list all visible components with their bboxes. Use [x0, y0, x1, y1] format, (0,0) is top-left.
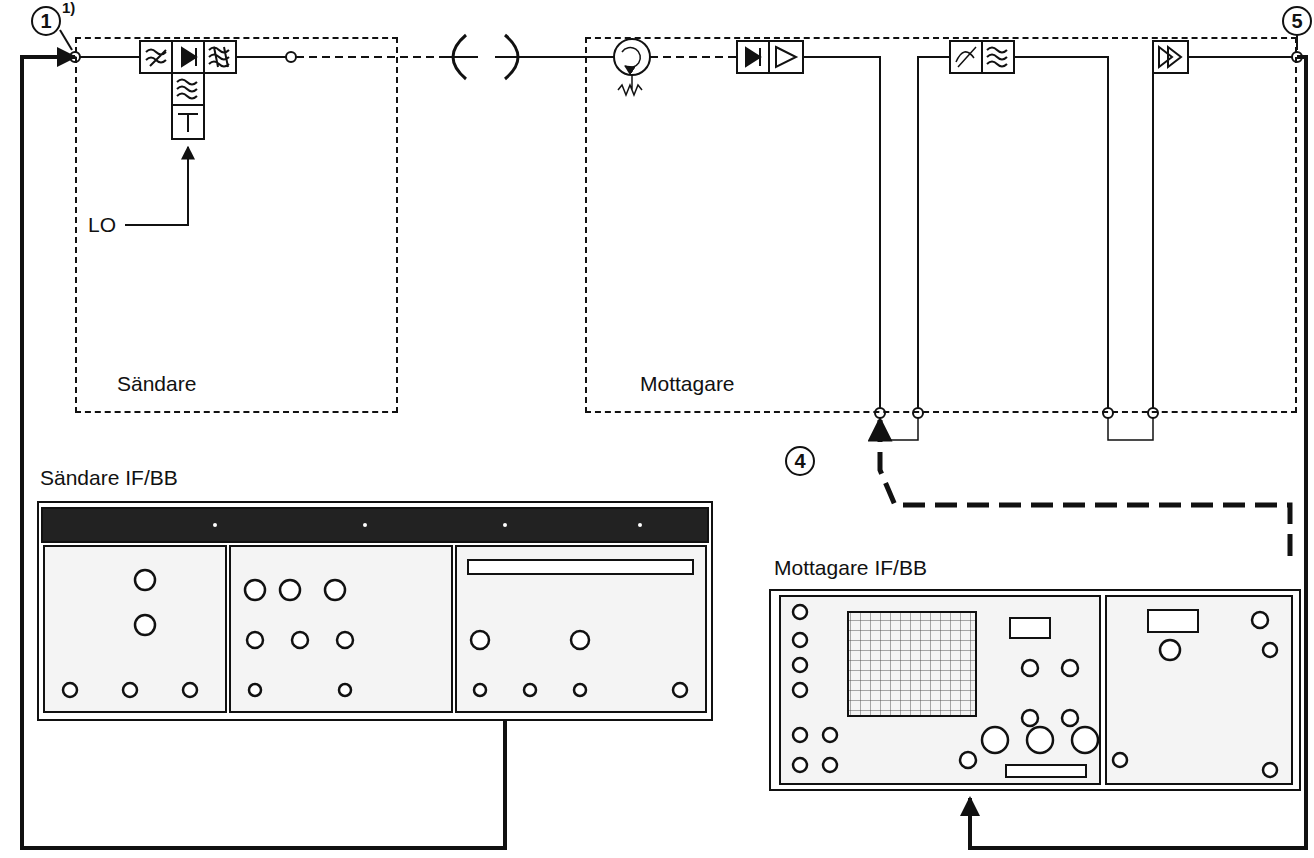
instrument-knob: [793, 683, 807, 697]
instrument-knob: [325, 580, 345, 600]
instrument-knob: [823, 728, 837, 742]
lowpass-filter-symbol: [140, 41, 172, 73]
instrument-knob: [183, 683, 197, 697]
amplifier-symbol: [769, 41, 803, 73]
instrument-knob: [247, 632, 263, 648]
instrument-knob: [339, 684, 351, 696]
callout-circle: [786, 447, 814, 475]
receiver-test-instrument: Mottagare IF/BB: [770, 556, 1302, 792]
instrument-knob: [249, 684, 261, 696]
unit-title: Mottagare: [640, 372, 735, 396]
instrument-knob: [1160, 640, 1180, 660]
instrument-knob: [474, 684, 486, 696]
callout-number: 1: [40, 11, 51, 31]
instrument-knob: [245, 580, 265, 600]
footnote-mark: 1): [62, 0, 75, 15]
bandpass-filter-symbol: [204, 41, 236, 73]
instrument-knob: [1062, 660, 1078, 676]
transmitter-box: Sändare: [75, 37, 398, 413]
callout-number: 5: [1291, 11, 1302, 31]
instrument-knob: [337, 632, 353, 648]
instrument-knob: [571, 631, 589, 649]
instrument-knob: [1113, 753, 1127, 767]
equalizer-symbol: [950, 41, 982, 73]
instrument-knob: [1263, 763, 1277, 777]
instrument-knob: [1263, 643, 1277, 657]
instrument-knob: [673, 683, 687, 697]
circulator-symbol: [614, 39, 650, 75]
instrument-knob: [793, 728, 807, 742]
instrument-knob: [1022, 710, 1038, 726]
unit-title: Sändare: [117, 372, 196, 396]
signal-cable: [22, 57, 505, 848]
transmitter-test-instrument: Sändare IF/BB: [38, 466, 713, 720]
instrument-knob: [982, 727, 1008, 753]
callout-circle: [32, 7, 60, 35]
instrument-knob: [1062, 710, 1078, 726]
mixer-symbol: [172, 41, 204, 73]
instrument-knob: [960, 752, 976, 768]
oscillator-symbol: [172, 105, 204, 139]
instrument-knob: [63, 683, 77, 697]
instrument-knob: [123, 683, 137, 697]
signal-cable: [880, 419, 1290, 556]
instrument-knob: [823, 758, 837, 772]
instrument-heading: Sändare IF/BB: [40, 466, 178, 490]
instrument-knob: [1072, 727, 1098, 753]
instrument-knob: [1252, 612, 1268, 628]
instrument-knob: [292, 632, 308, 648]
instrument-knob: [793, 605, 807, 619]
instrument-knob: [471, 631, 489, 649]
instrument-knob: [793, 758, 807, 772]
instrument-knob: [135, 615, 155, 635]
instrument-knob: [793, 633, 807, 647]
instrument-knob: [280, 580, 300, 600]
instrument-knob: [1027, 727, 1053, 753]
mixer-symbol: [737, 41, 769, 73]
instrument-knob: [574, 684, 586, 696]
callout-number: 4: [794, 451, 805, 471]
test-instrument: [38, 502, 1300, 790]
instrument-knob: [135, 570, 155, 590]
instrument-knob: [793, 658, 807, 672]
receiver-box: Mottagare: [585, 37, 1297, 413]
amplifier-symbol: [1153, 41, 1188, 73]
bandpass-filter-symbol: [982, 41, 1014, 73]
instrument-knob: [1022, 660, 1038, 676]
signal-name: LO: [88, 214, 116, 235]
bandpass-filter-symbol: [172, 73, 204, 105]
instrument-knob: [524, 684, 536, 696]
callout-circle: [1283, 7, 1311, 35]
instrument-heading: Mottagare IF/BB: [774, 556, 927, 580]
signal-cable: [970, 57, 1306, 848]
